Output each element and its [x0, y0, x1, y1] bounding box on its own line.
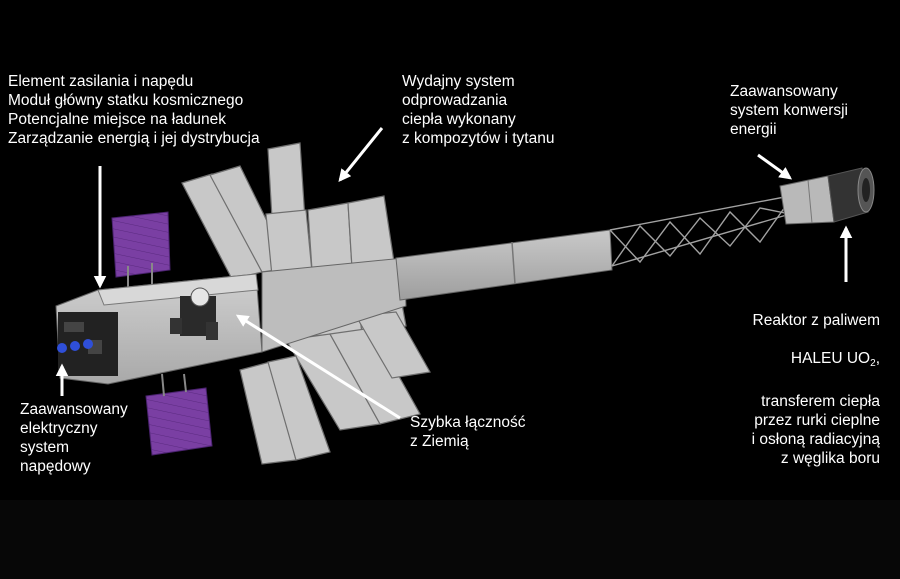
label-communication: Szybka łączność z Ziemią — [410, 414, 526, 450]
callout-arrows — [55, 127, 853, 420]
solar-array-top — [111, 211, 171, 295]
label-reactor-fuel-subscript: 2 — [870, 358, 876, 369]
label-power-module: Element zasilania i napędu Moduł główny … — [8, 73, 260, 147]
label-reactor-details: transferem ciepła przez rurki cieplne i … — [751, 393, 880, 467]
label-reactor-comma: , — [875, 350, 880, 367]
label-heat-rejection: Wydajny system odprowadzania ciepła wyko… — [402, 73, 555, 147]
label-reactor-line1: Reaktor z paliwem — [752, 312, 881, 329]
label-reactor: Reaktor z paliwem HALEU UO2, transferem … — [752, 292, 880, 487]
main-module — [55, 273, 263, 385]
arrow-heat-rejection — [338, 127, 384, 182]
arrow-communication — [235, 314, 401, 420]
solar-array-bottom — [145, 373, 213, 456]
label-reactor-fuel: HALEU UO — [790, 350, 871, 367]
bottom-band — [0, 500, 900, 579]
label-electric-propulsion: Zaawansowany elektryczny system napędowy — [20, 401, 128, 475]
reactor — [827, 167, 875, 223]
label-reactor-line2: HALEU UO2, — [752, 349, 880, 373]
label-power-conversion: Zaawansowany system konwersji energii — [730, 83, 848, 138]
arrow-power-conversion — [757, 153, 793, 180]
boom — [261, 229, 613, 353]
truss — [609, 195, 791, 267]
